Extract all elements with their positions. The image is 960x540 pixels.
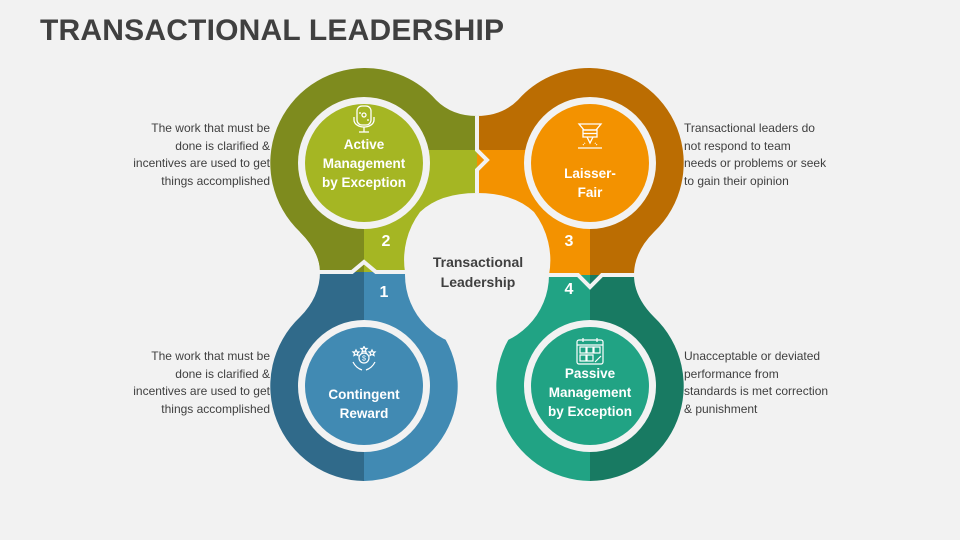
description-line: The work that must be	[151, 121, 270, 135]
segment-1-label-line: Contingent	[328, 387, 400, 402]
segment-3-label-line: Fair	[577, 185, 603, 200]
segment-1-label: Contingent Reward	[299, 385, 429, 423]
description-line: performance from	[684, 366, 779, 381]
description-line: Unacceptable or deviated	[684, 349, 821, 363]
segment-3-label-line: Laisser-	[564, 166, 616, 181]
separator-2-3	[475, 116, 490, 193]
description-line: The work that must be	[151, 349, 270, 363]
description-line: needs or problems or seek	[684, 156, 827, 170]
segment-1-label-line: Reward	[339, 406, 389, 421]
segment-4-label-line: Passive	[564, 366, 616, 381]
svg-text:$: $	[362, 356, 366, 363]
segment-4-label: Passive Management by Exception	[525, 364, 655, 421]
description-line: not respond to team	[684, 138, 791, 153]
segment-2-label-line: Active	[343, 137, 385, 152]
segment-2-label: Active Management by Exception	[299, 135, 429, 192]
description-line: standards is met correction	[684, 384, 829, 398]
description-line: Transactional leaders do	[684, 121, 815, 135]
segment-3-number: 3	[564, 233, 574, 250]
page-title: TRANSACTIONAL LEADERSHIP	[40, 14, 505, 47]
segment-3-disc	[531, 104, 649, 222]
description-line: incentives are used to get	[133, 156, 270, 170]
separator-3-4	[544, 273, 656, 290]
segment-1-number: 1	[379, 284, 389, 301]
description-line: things accomplished	[161, 401, 270, 416]
segment-4-number: 4	[564, 281, 574, 298]
segment-3-label: Laisser- Fair	[525, 164, 655, 202]
segment-4-label-line: by Exception	[547, 404, 633, 419]
funnel-sprinkler-icon	[577, 123, 603, 149]
description-line: to gain their opinion	[684, 173, 789, 188]
segment-1-disc	[305, 327, 423, 445]
segment-2-number: 2	[381, 233, 391, 250]
segment-1-description: The work that must be done is clarified …	[100, 348, 270, 418]
segment-2-label-line: Management	[322, 156, 406, 171]
center-circle	[405, 203, 549, 347]
center-label-line: Transactional	[432, 254, 524, 270]
center-label: Transactional Leadership	[408, 252, 548, 292]
description-line: & punishment	[684, 401, 758, 416]
calendar-dollar-icon	[576, 338, 604, 365]
segment-2-disc	[305, 104, 423, 222]
microphone-icon	[353, 105, 375, 133]
description-line: done is clarified &	[175, 366, 270, 381]
segment-2-label-line: by Exception	[321, 175, 407, 190]
separator-1-2	[300, 259, 410, 274]
description-line: incentives are used to get	[133, 384, 270, 398]
center-label-line: Leadership	[440, 274, 516, 290]
segment-4-label-line: Management	[548, 385, 632, 400]
segment-4-description: Unacceptable or deviated performance fro…	[684, 348, 854, 418]
segment-4-disc	[531, 327, 649, 445]
description-line: done is clarified &	[175, 138, 270, 153]
hands-coin-stars-icon: $	[351, 346, 377, 371]
segment-2-description: The work that must be done is clarified …	[100, 120, 270, 190]
segment-3-description: Transactional leaders do not respond to …	[684, 120, 854, 190]
description-line: things accomplished	[161, 173, 270, 188]
